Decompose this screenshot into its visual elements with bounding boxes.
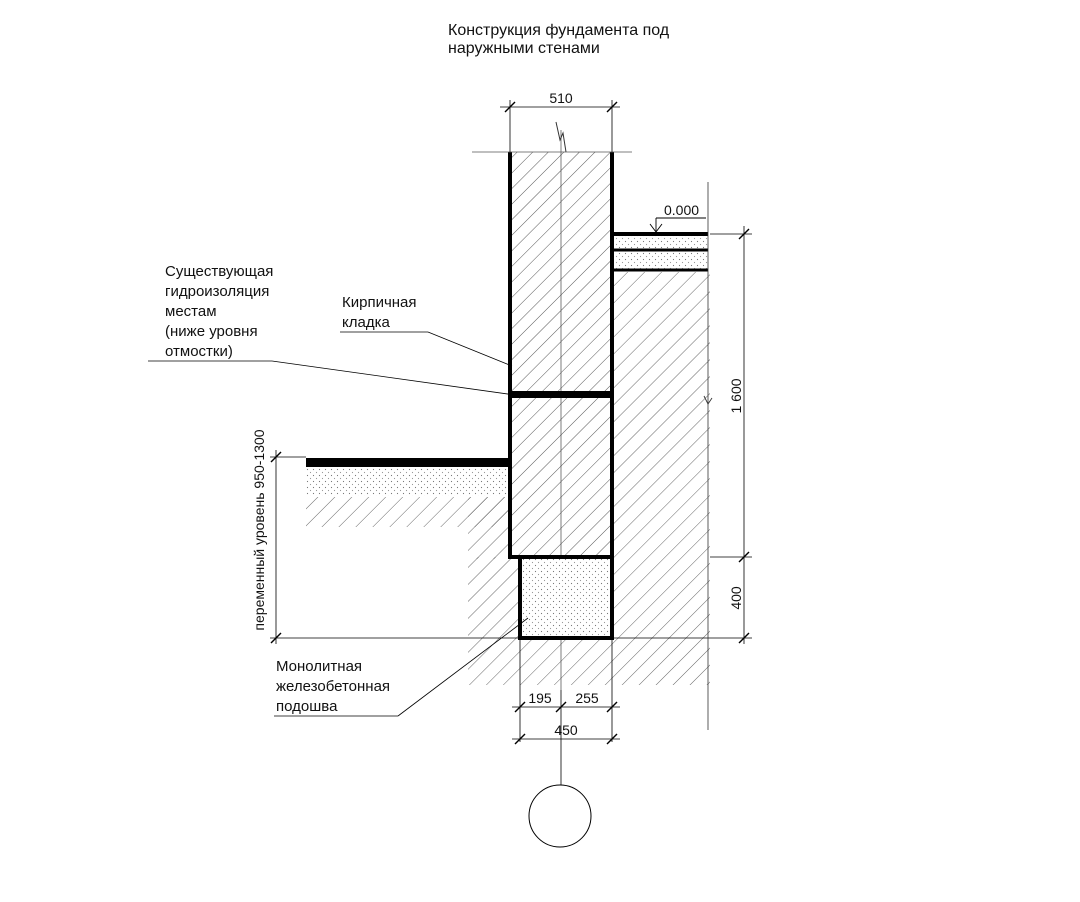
blind-area-fill	[306, 468, 510, 496]
dim-1600-text: 1 600	[728, 378, 744, 413]
dim-left-tick-top	[270, 451, 282, 463]
dim-510-text: 510	[549, 90, 573, 106]
dim-right-tick-top	[738, 228, 750, 240]
brickwork-leader	[427, 331, 513, 367]
dim-footing-split-tick-left	[514, 701, 526, 713]
soil-left-step	[468, 497, 510, 559]
blind-area-slab	[306, 458, 510, 467]
dim-510-tick-left	[504, 101, 516, 113]
waterproofing-label-line3: местам	[165, 303, 217, 320]
waterproofing-label-line4: (ниже уровня	[165, 323, 258, 340]
dim-footing-total-tick-right	[606, 733, 618, 745]
waterproofing-label-line2: гидроизоляция	[165, 283, 269, 300]
dim-450-text: 450	[554, 722, 578, 738]
soil-break-mark	[703, 395, 713, 405]
footing-label-line3: подошва	[276, 698, 338, 715]
brickwork-label-line2: кладка	[342, 314, 390, 331]
footing-leader	[397, 617, 529, 717]
dim-left-tick-bottom	[270, 632, 282, 644]
waterproofing-label-line1: Существующая	[165, 263, 273, 280]
drawing-title-line1: Конструкция фундамента под	[448, 22, 670, 39]
brickwork-label-line1: Кирпичная	[342, 294, 417, 311]
level-mark-text: 0.000	[664, 202, 699, 218]
dim-right-tick-mid	[738, 551, 750, 563]
drawing-title-line2: наружными стенами	[448, 40, 600, 57]
waterproofing-label-line5: отмостки)	[165, 343, 233, 360]
level-mark-arrow	[649, 223, 663, 233]
wall-break-mark	[555, 121, 567, 153]
dim-footing-split-tick-right	[606, 701, 618, 713]
axis-marker-circle	[528, 784, 592, 848]
dim-195-text: 195	[528, 690, 552, 706]
footing-label-line2: железобетонная	[276, 678, 390, 695]
floor-fill	[612, 251, 708, 270]
variable-level-text: переменный уровень 950-1300	[251, 429, 267, 630]
soil-right	[612, 272, 710, 685]
footing-label-line1: Монолитная	[276, 658, 362, 675]
footing-fill	[520, 557, 612, 638]
dim-right-tick-bottom	[738, 632, 750, 644]
footing-outline	[518, 555, 614, 640]
waterproofing-band	[510, 391, 612, 398]
waterproofing-leader	[271, 360, 516, 396]
dim-400-text: 400	[728, 586, 744, 610]
dim-footing-total-tick-left	[514, 733, 526, 745]
floor-screed	[612, 236, 708, 249]
dim-255-text: 255	[575, 690, 599, 706]
dim-510-tick-right	[606, 101, 618, 113]
